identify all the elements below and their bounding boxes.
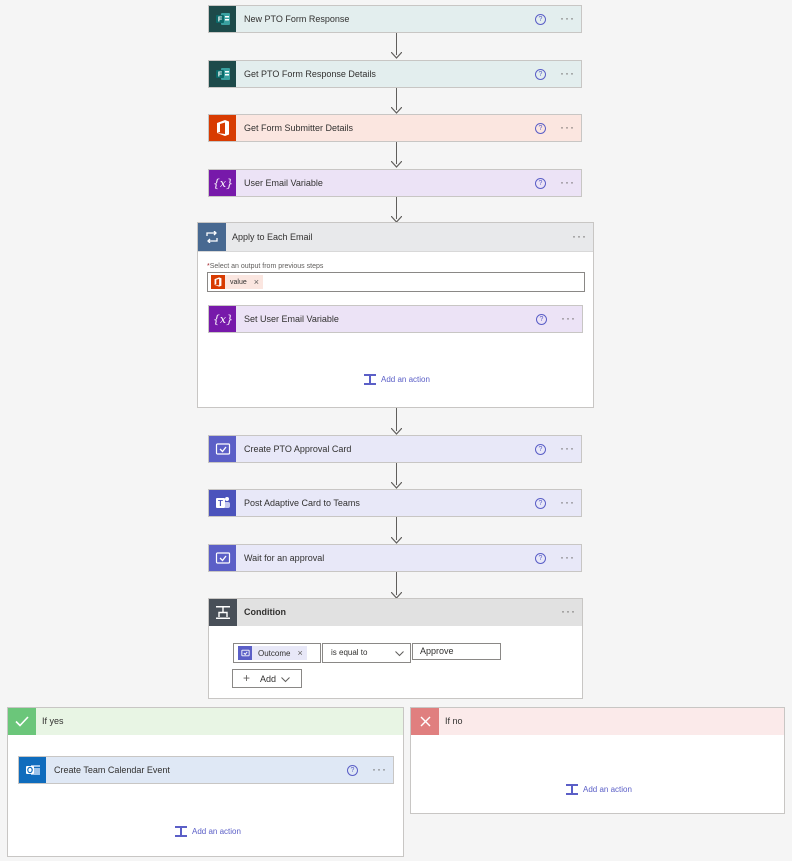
step-title: New PTO Form Response [244,14,350,24]
more-options-icon[interactable]: ··· [572,229,587,243]
plus-icon: + [243,671,251,685]
svg-text:{x}: {x} [213,177,233,190]
variable-icon: {x} [209,170,236,196]
forms-icon: F [209,6,236,32]
remove-token-icon[interactable]: × [253,277,259,287]
operator-dropdown[interactable]: is equal to [322,643,411,663]
step-get-form-submitter-details[interactable]: Get Form Submitter Details ? ··· [208,114,582,142]
add-condition-button[interactable]: + Add [232,669,302,688]
outlook-icon [19,757,46,783]
office-icon [211,275,225,289]
more-options-icon[interactable]: ··· [372,762,387,776]
teams-icon: T [209,490,236,516]
chevron-down-icon [281,677,290,683]
help-icon[interactable]: ? [535,69,546,80]
if-no-header[interactable]: If no [411,708,784,735]
help-icon[interactable]: ? [535,14,546,25]
step-title: Create Team Calendar Event [54,765,170,775]
step-post-adaptive-card-to-teams[interactable]: T Post Adaptive Card to Teams ? ··· [208,489,582,517]
help-icon[interactable]: ? [535,553,546,564]
add-action-icon [364,374,376,385]
more-options-icon[interactable]: ··· [561,604,576,618]
more-options-icon[interactable]: ··· [560,495,575,509]
approval-icon [238,646,252,660]
variable-icon: {x} [209,306,236,332]
add-action-button[interactable]: Add an action [175,826,241,837]
loop-header[interactable]: Apply to Each Email ··· [198,223,593,252]
more-options-icon[interactable]: ··· [560,11,575,25]
if-yes-branch: If yes Create Team Calendar Event ? ··· … [7,707,404,857]
add-action-icon [175,826,187,837]
step-wait-for-an-approval[interactable]: Wait for an approval ? ··· [208,544,582,572]
svg-text:F: F [217,17,222,24]
select-output-label: *Select an output from previous steps [207,263,324,270]
if-no-branch: If no Add an action [410,707,785,814]
remove-token-icon[interactable]: × [297,648,303,658]
svg-text:T: T [218,499,223,508]
step-title: Get PTO Form Response Details [244,69,376,79]
help-icon[interactable]: ? [535,498,546,509]
svg-text:F: F [217,72,222,79]
close-icon [411,708,439,735]
step-set-user-email-variable[interactable]: {x} Set User Email Variable ? ··· [208,305,583,333]
output-select-field[interactable]: value × [207,272,585,292]
if-no-title: If no [445,716,463,726]
right-value: Approve [420,646,454,656]
add-action-icon [566,784,578,795]
more-options-icon[interactable]: ··· [560,175,575,189]
condition-title: Condition [244,607,286,617]
approval-icon [209,436,236,462]
if-yes-header[interactable]: If yes [8,708,403,735]
apply-to-each-container: Apply to Each Email ··· *Select an outpu… [197,222,594,408]
help-icon[interactable]: ? [347,765,358,776]
more-options-icon[interactable]: ··· [560,66,575,80]
office-icon [209,115,236,141]
more-options-icon[interactable]: ··· [560,120,575,134]
more-options-icon[interactable]: ··· [560,441,575,455]
step-title: Post Adaptive Card to Teams [244,498,360,508]
chevron-down-icon [395,651,404,657]
condition-right-operand[interactable]: Approve [412,643,501,660]
step-title: Create PTO Approval Card [244,444,352,454]
outcome-token[interactable]: Outcome × [238,646,307,660]
add-label: Add [260,674,277,684]
svg-text:{x}: {x} [213,313,233,326]
loop-title: Apply to Each Email [232,232,313,242]
approval-icon [209,545,236,571]
step-title: User Email Variable [244,178,323,188]
value-token[interactable]: value × [211,275,263,289]
if-yes-title: If yes [42,716,64,726]
add-action-button[interactable]: Add an action [364,374,430,385]
forms-icon: F [209,61,236,87]
condition-header[interactable]: Condition ··· [209,599,582,626]
condition-container: Condition ··· Outcome × is equal to Appr… [208,598,583,699]
step-create-pto-approval-card[interactable]: Create PTO Approval Card ? ··· [208,435,582,463]
help-icon[interactable]: ? [535,444,546,455]
step-get-pto-form-response-details[interactable]: F Get PTO Form Response Details ? ··· [208,60,582,88]
token-label: value [230,278,247,286]
step-title: Wait for an approval [244,553,325,563]
more-options-icon[interactable]: ··· [561,311,576,325]
loop-icon [198,223,226,251]
operator-value: is equal to [331,648,368,657]
checkmark-icon [8,708,36,735]
add-action-button[interactable]: Add an action [566,784,632,795]
step-create-team-calendar-event[interactable]: Create Team Calendar Event ? ··· [18,756,394,784]
help-icon[interactable]: ? [535,178,546,189]
condition-icon [209,599,237,626]
more-options-icon[interactable]: ··· [560,550,575,564]
step-title: Get Form Submitter Details [244,123,354,133]
condition-left-operand[interactable]: Outcome × [233,643,321,663]
token-label: Outcome [258,648,291,658]
step-new-pto-form-response[interactable]: F New PTO Form Response ? ··· [208,5,582,33]
help-icon[interactable]: ? [536,314,547,325]
help-icon[interactable]: ? [535,123,546,134]
step-title: Set User Email Variable [244,314,339,324]
step-user-email-variable[interactable]: {x} User Email Variable ? ··· [208,169,582,197]
